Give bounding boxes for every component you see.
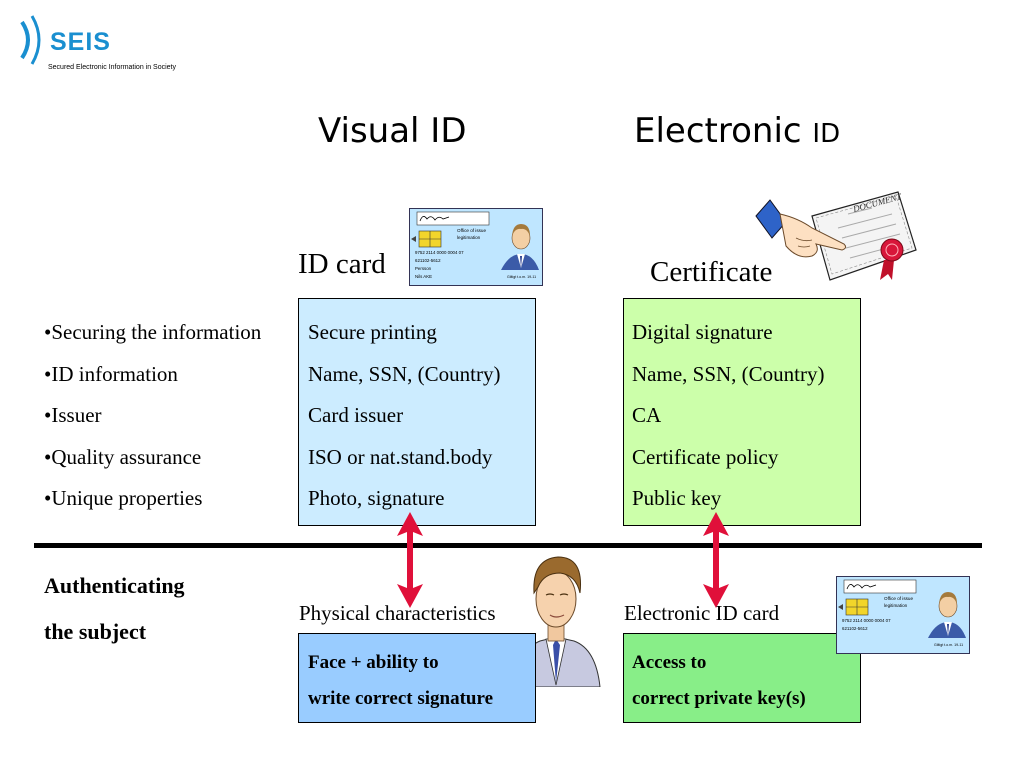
card-name1: Persson [415, 266, 432, 271]
card-photo-icon [501, 224, 539, 270]
logo-arcs-icon [20, 15, 41, 65]
card2-valid: Giltigt t.o.m. 19-11 [934, 643, 963, 647]
visual-quality: ISO or nat.stand.body [308, 445, 493, 469]
visual-securing: Secure printing [308, 320, 437, 344]
card2-date: 621102-5612 [842, 626, 868, 631]
pointing-hand-icon [755, 199, 847, 258]
card-issuer-line1: Office of issue [457, 228, 486, 233]
section-divider [34, 543, 982, 548]
electronic-card-line2: correct private key(s) [632, 688, 806, 709]
row-label-quality: •Quality assurance [44, 445, 202, 469]
row-label-unique: •Unique properties [44, 486, 203, 510]
card2-photo-icon [928, 592, 966, 638]
electronic-issuer: CA [632, 403, 662, 427]
electronic-id-heading: Electronic ID [634, 114, 840, 148]
card2-number: 9752 2114 0000 0004 07 [842, 618, 891, 623]
electronic-card-line1: Access to [632, 652, 707, 673]
id-card-label: ID card [298, 248, 386, 280]
visual-unique: Photo, signature [308, 486, 445, 510]
auth-line1: Authenticating [44, 573, 185, 598]
auth-line2: the subject [44, 619, 147, 644]
certificate-icon: DOCUMENT [755, 191, 917, 281]
electronic-quality: Certificate policy [632, 445, 779, 469]
card-number: 9752 2114 0000 0004 07 [415, 250, 464, 255]
physical-box [298, 633, 536, 723]
seis-logo: SEIS Secured Electronic Information in S… [18, 12, 208, 71]
electronic-id-word: ID [812, 119, 841, 149]
wax-seal-icon [880, 238, 904, 280]
id-card-icon: Office of issue legitimation 9752 2114 0… [409, 208, 543, 286]
row-label-issuer: •Issuer [44, 403, 102, 427]
electronic-id-box [623, 298, 861, 526]
electronic-unique: Public key [632, 486, 722, 510]
electronic-word: Electronic [634, 111, 802, 151]
visual-issuer: Card issuer [308, 403, 404, 427]
logo-subtitle: Secured Electronic Information in Societ… [48, 64, 177, 71]
card-name2: Nils AKE [415, 274, 432, 279]
visual-id-info: Name, SSN, (Country) [308, 362, 501, 386]
card-issuer-line2: legitimation [457, 235, 481, 240]
double-arrow-icon [397, 512, 423, 608]
electronic-id-card-icon: Office of issue legitimation 9752 2114 0… [836, 576, 970, 654]
double-arrow-icon [703, 512, 729, 608]
certificate-label: Certificate [650, 256, 773, 288]
physical-line2: write correct signature [308, 688, 493, 709]
visual-id-heading: Visual ID [318, 111, 467, 151]
card2-issuer-line1: Office of issue [884, 596, 913, 601]
electronic-card-label: Electronic ID card [624, 601, 780, 625]
row-label-id-info: •ID information [44, 362, 178, 386]
row-label-securing: •Securing the information [44, 320, 262, 344]
visual-id-box [298, 298, 536, 526]
electronic-card-box [623, 633, 861, 723]
card-valid: Giltigt t.o.m. 19-11 [507, 275, 536, 279]
card2-issuer-line2: legitimation [884, 603, 908, 608]
logo-name: SEIS [50, 28, 111, 56]
physical-label: Physical characteristics [299, 601, 496, 625]
physical-line1: Face + ability to [308, 652, 439, 673]
card-date: 621102-5612 [415, 258, 441, 263]
electronic-securing: Digital signature [632, 320, 773, 344]
electronic-id-info: Name, SSN, (Country) [632, 362, 825, 386]
